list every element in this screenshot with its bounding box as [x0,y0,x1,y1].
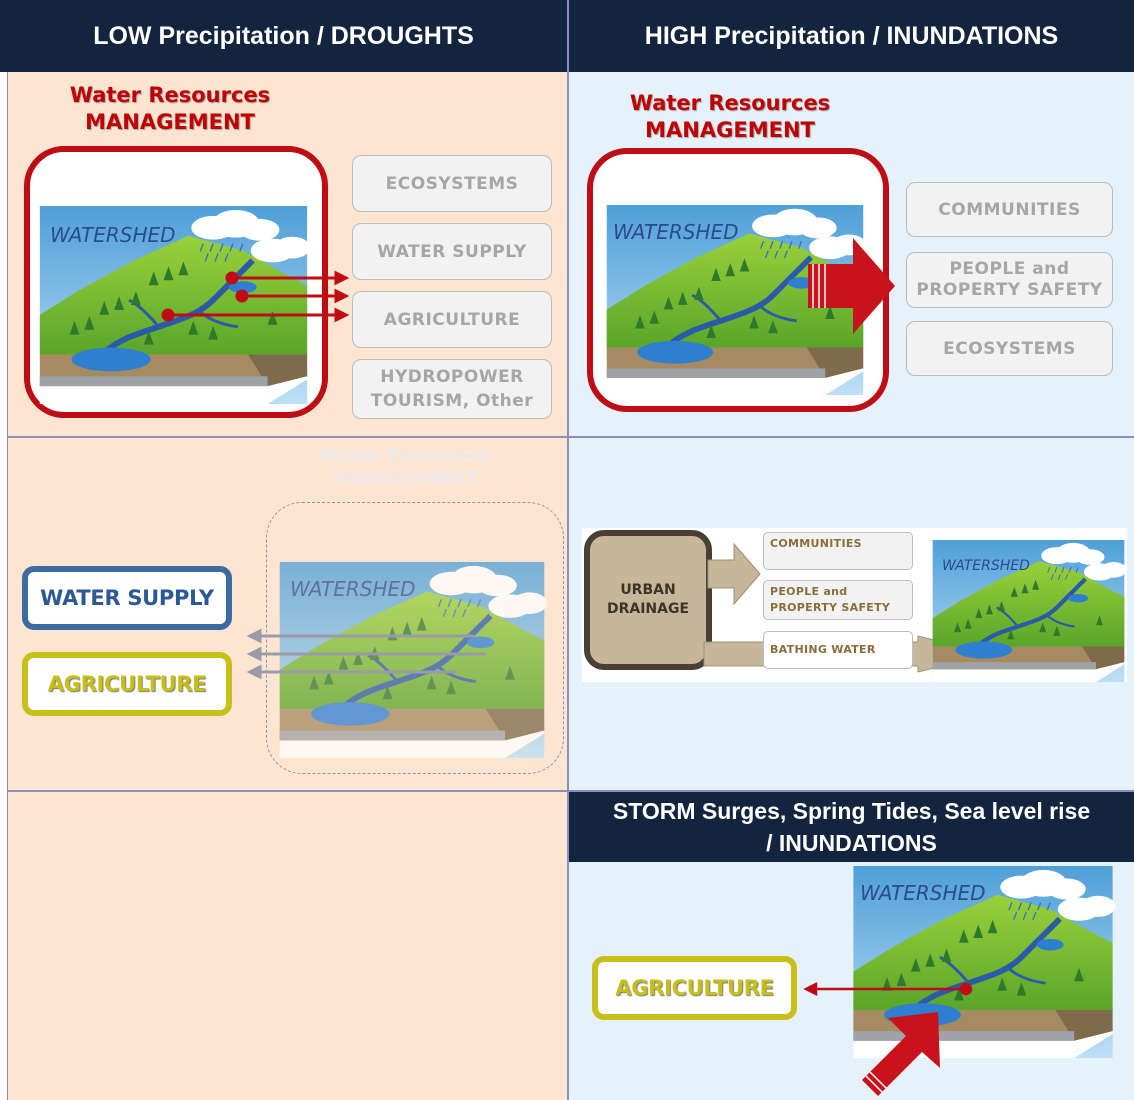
box-water-supply-low-text: WATER SUPPLY [377,241,527,262]
box-people-safety-high: PEOPLE and PROPERTY SAFETY [906,252,1113,308]
wrm-title-low: Water Resources MANAGEMENT [40,82,300,136]
pill-agriculture-storm: AGRICULTURE [592,956,797,1020]
watershed-illustration-low: WATERSHED [36,206,311,404]
box-communities-high-text: COMMUNITIES [938,199,1081,220]
header-storm-line1: STORM Surges, Spring Tides, Sea level ri… [612,798,1091,824]
wrm-line2: MANAGEMENT [85,110,255,134]
urban-communities-text: COMMUNITIES [770,537,862,550]
cell-low-bottom [8,792,567,1100]
box-agriculture-low-text: AGRICULTURE [383,309,521,330]
wrm-line1: Water Resources [69,83,271,107]
pill-water-supply: WATER SUPPLY [22,566,232,630]
watershed-label-low: WATERSHED [50,223,176,247]
urban-property-text: PROPERTY SAFETY [770,601,891,614]
header-low-text: LOW Precipitation / DROUGHTS [93,21,474,50]
box-water-supply-low: WATER SUPPLY [352,223,552,280]
watershed-label-urban: WATERSHED [942,558,1030,574]
box-people-text: PEOPLE and [949,259,1070,279]
wrm-faded-line1: Water Resources [319,445,491,466]
row-divider-1 [8,436,1134,438]
urban-people-text: PEOPLE and [770,585,848,598]
box-hydropower-text: HYDROPOWER [380,367,524,387]
storm-withdrawal-arrow [803,981,973,997]
watershed-illustration-faded: WATERSHED [276,562,548,758]
wrm-title-high: Water Resources MANAGEMENT [600,90,860,144]
wrm-faded-line2: MANAGEMENT [332,468,478,489]
watershed-illustration-urban: WATERSHED [930,540,1127,682]
pill-water-supply-text: WATER SUPPLY [40,586,214,610]
box-agriculture-low: AGRICULTURE [352,291,552,348]
urban-line1: URBAN [620,582,676,598]
withdrawal-arrows-low [161,270,350,323]
watershed-illustration-storm: WATERSHED [846,866,1120,1058]
pill-agriculture-storm-text: AGRICULTURE [615,976,774,1000]
urban-drainage-box: URBAN DRAINAGE [584,530,712,670]
header-storm-surges: STORM Surges, Spring Tides, Sea level ri… [569,792,1134,862]
box-ecosystems-high-text: ECOSYSTEMS [943,338,1076,359]
header-high-text: HIGH Precipitation / INUNDATIONS [644,21,1059,50]
withdrawal-arrows-faded [246,628,486,680]
box-property-safety-text: PROPERTY SAFETY [916,280,1103,300]
header-high-precipitation: HIGH Precipitation / INUNDATIONS [569,0,1134,72]
box-communities-high: COMMUNITIES [906,182,1113,237]
wrm-title-faded: Water Resources MANAGEMENT [290,444,520,490]
box-bathing-water: BATHING WATER [763,631,913,669]
big-red-arrow-high [808,238,895,334]
box-ecosystems-low-text: ECOSYSTEMS [385,173,519,194]
wrm-line1-high: Water Resources [629,91,831,115]
left-border [7,72,8,1100]
header-low-precipitation: LOW Precipitation / DROUGHTS [0,0,567,72]
wrm-frame-faded [266,502,564,774]
watershed-label-storm: WATERSHED [860,881,986,905]
urban-line2: DRAINAGE [606,601,690,617]
urban-bathing-text: BATHING WATER [770,643,876,656]
pill-agriculture-low-text: AGRICULTURE [47,672,207,696]
box-communities-urban: COMMUNITIES [763,532,913,570]
wrm-line2-high: MANAGEMENT [645,118,815,142]
watershed-illustration-high: WATERSHED [599,205,871,395]
header-storm-line2: / INUNDATIONS [766,830,937,856]
watershed-label-faded: WATERSHED [290,577,416,601]
pill-agriculture-low: AGRICULTURE [22,652,232,716]
watershed-label-high: WATERSHED [613,220,739,244]
storm-surge-red-arrow [862,1012,940,1096]
box-ecosystems-low: ECOSYSTEMS [352,155,552,212]
box-hydropower-low: HYDROPOWER TOURISM, Other [352,359,552,419]
vertical-divider [567,0,569,1100]
box-ecosystems-high: ECOSYSTEMS [906,321,1113,376]
box-tourism-text: TOURISM, Other [370,391,534,411]
box-people-urban: PEOPLE and PROPERTY SAFETY [763,580,913,620]
row-divider-2 [8,790,1134,792]
